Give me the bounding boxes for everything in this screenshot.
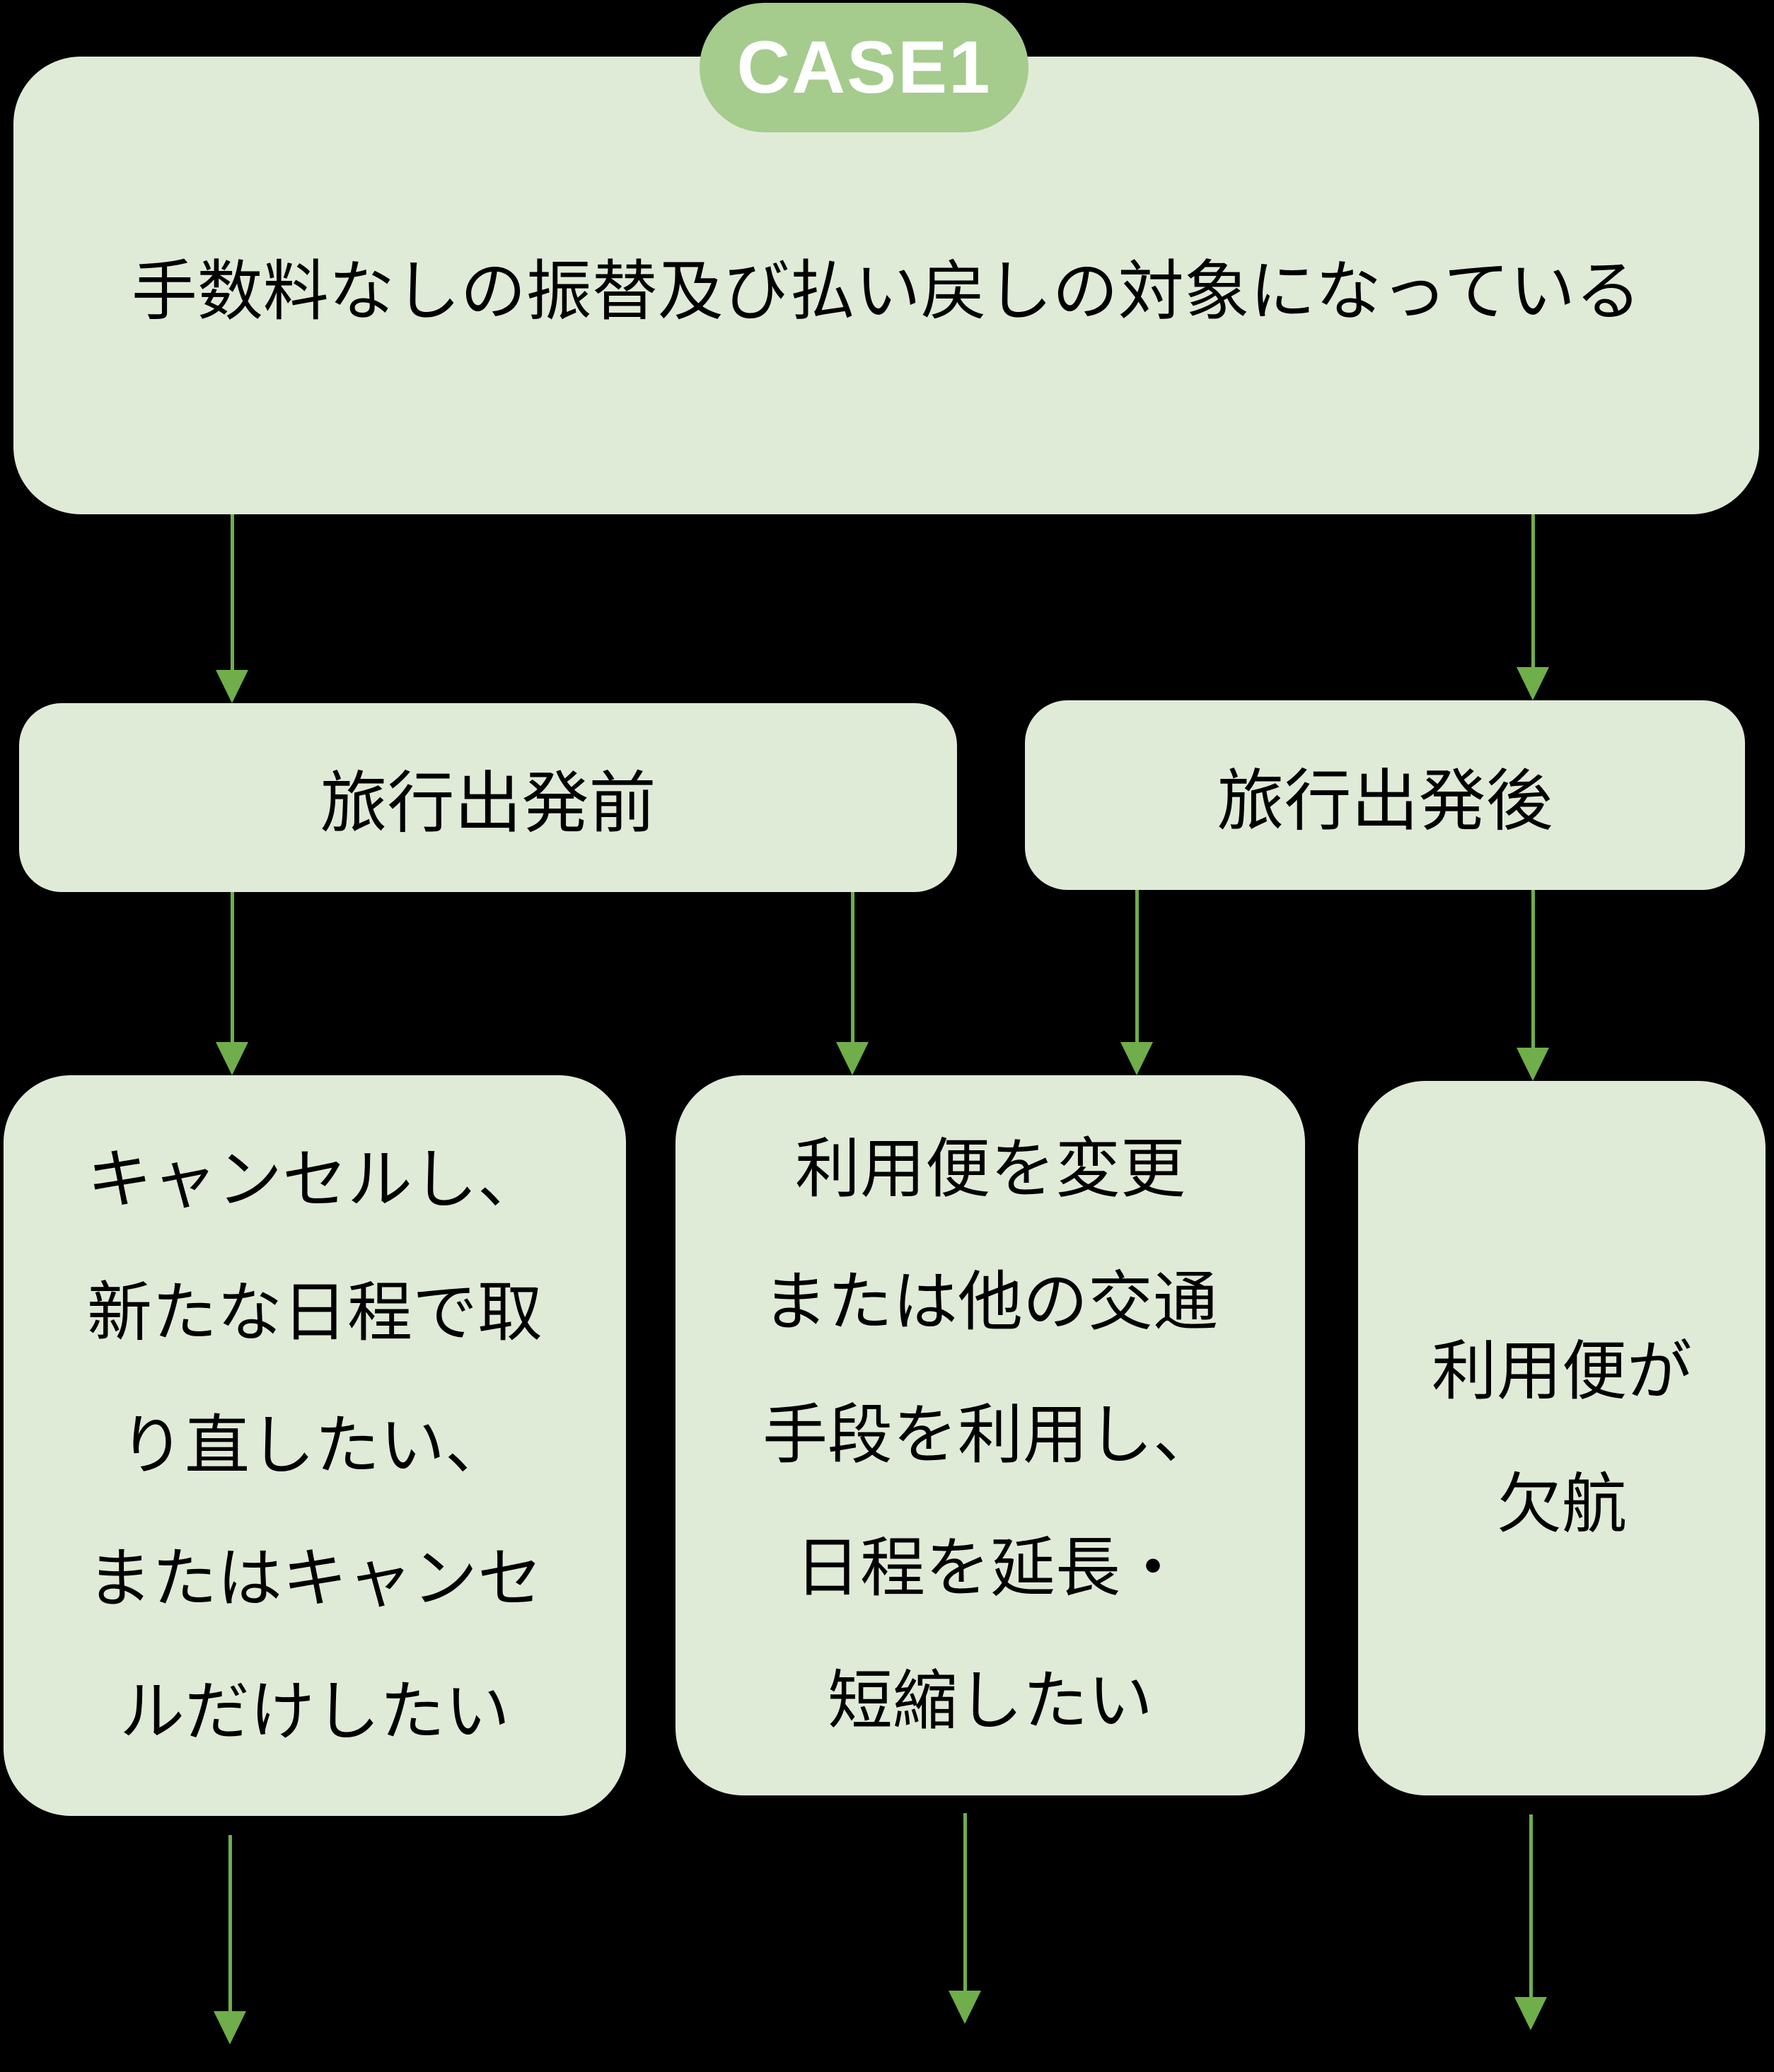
arrow-head-icon [1514,1997,1547,2030]
node-change-flight-line: 利用便を変更 [794,1133,1185,1205]
arrow-before-to-cancel-rebook [216,892,248,1075]
node-after-departure-text: 旅行出発後 [1217,763,1553,839]
arrow-after-to-change-flight [1120,890,1153,1075]
node-cancel-rebook-line: キャンセルし、 [86,1143,543,1216]
node-before-departure-text: 旅行出発前 [320,766,656,841]
node-change-flight-line: 日程を延長・ [794,1532,1185,1604]
arrow-flight-cancelled-down [1514,1815,1547,2030]
arrow-after-to-flight-cancelled [1517,890,1549,1081]
node-cancel-rebook-line: またはキャンセ [86,1542,543,1615]
node-change-flight-line: 短縮したい [827,1665,1153,1737]
arrow-head-icon [214,2011,246,2044]
node-cancel-rebook-line: り直したい、 [119,1409,510,1482]
arrow-head-icon [1517,667,1549,700]
arrow-cancel-rebook-down [214,1835,246,2044]
arrow-shaft [1531,514,1535,667]
arrow-before-to-change-flight [836,892,869,1075]
arrow-shaft [1529,1815,1533,1997]
arrow-shaft [230,514,234,670]
node-cancel-rebook-line: ルだけしたい [119,1675,510,1748]
node-after-departure: 旅行出発後 [1025,700,1745,890]
node-change-flight: 利用便を変更 または他の交通 手段を利用し、 日程を延長・ 短縮したい [676,1075,1305,1795]
node-flight-cancelled-line: 利用便が [1431,1336,1692,1408]
arrow-root-to-after-departure [1517,514,1549,700]
arrow-head-icon [836,1042,869,1075]
node-root-condition-text: 手数料なしの振替及び払い戻しの対象になっている [131,255,1642,328]
arrow-head-icon [1120,1042,1153,1075]
arrow-head-icon [216,670,248,703]
arrow-shaft [963,1813,967,1991]
node-change-flight-line: または他の交通 [762,1266,1218,1338]
case-badge-label: CASE1 [736,25,992,109]
node-change-flight-line: 手段を利用し、 [762,1399,1218,1471]
arrow-shaft [850,892,854,1042]
case-badge: CASE1 [700,3,1028,132]
arrow-head-icon [216,1042,248,1075]
node-cancel-rebook-line: 新たな日程で取 [86,1276,543,1349]
node-root-condition: 手数料なしの振替及び払い戻しの対象になっている [13,57,1759,514]
arrow-shaft [1135,890,1139,1042]
node-before-departure: 旅行出発前 [19,703,957,892]
node-flight-cancelled: 利用便が 欠航 [1358,1081,1766,1795]
arrow-change-flight-down [949,1813,981,2024]
node-flight-cancelled-line: 欠航 [1496,1469,1627,1541]
arrow-head-icon [949,1991,981,2024]
arrow-shaft [228,1835,232,2011]
arrow-head-icon [1517,1048,1549,1081]
node-cancel-rebook: キャンセルし、 新たな日程で取 り直したい、 またはキャンセ ルだけしたい [4,1075,626,1816]
arrow-shaft [1531,890,1535,1048]
arrow-root-to-before-departure [216,514,248,703]
arrow-shaft [230,892,234,1042]
